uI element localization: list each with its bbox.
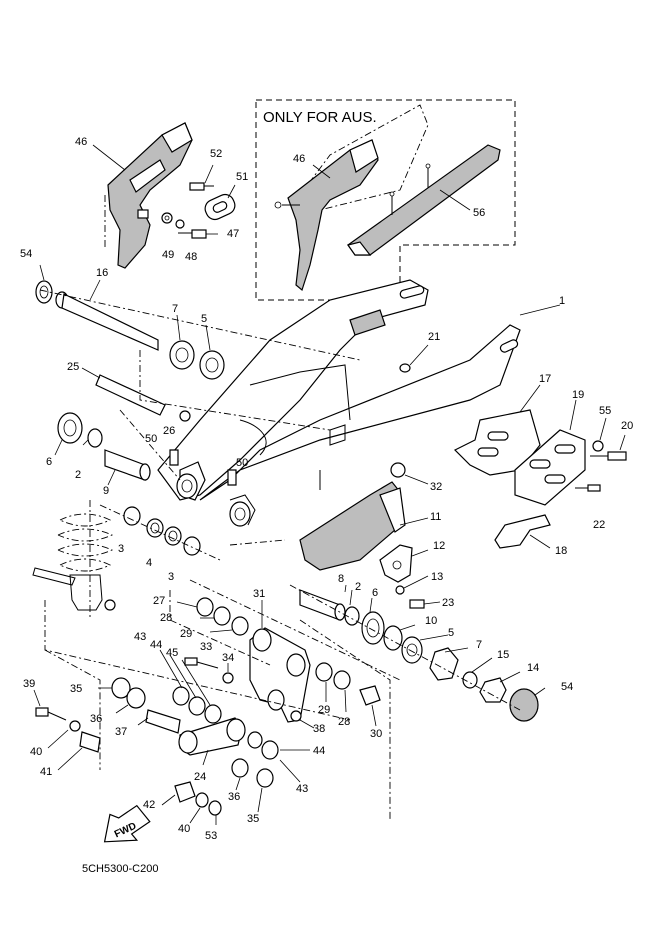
nut-32 (390, 462, 429, 485)
label-43: 43 (296, 783, 308, 795)
label-3: 3 (168, 571, 174, 583)
label-44: 44 (150, 639, 162, 651)
label-1: 1 (559, 295, 565, 307)
label-24: 24 (194, 771, 206, 783)
chain-adjuster-plates (453, 384, 627, 506)
label-2: 2 (355, 581, 361, 593)
bottom-fasteners (161, 781, 222, 825)
label-7: 7 (476, 639, 482, 651)
label-45: 45 (166, 647, 178, 659)
label-15: 15 (497, 649, 509, 661)
label-16: 16 (96, 267, 108, 279)
diagram-code: 5CH5300-C200 (82, 863, 158, 875)
label-48: 48 (185, 251, 197, 263)
pivot-shaft (35, 264, 159, 351)
fwd-arrow-icon: FWD (103, 804, 151, 843)
label-35: 35 (247, 813, 259, 825)
label-51: 51 (236, 171, 248, 183)
label-29: 29 (318, 704, 330, 716)
label-18: 18 (555, 545, 567, 557)
label-4: 4 (146, 557, 152, 569)
label-23: 23 (442, 597, 454, 609)
label-42: 42 (143, 799, 155, 811)
chain-guide-11 (299, 481, 429, 571)
label-54: 54 (561, 681, 573, 693)
label-31: 31 (253, 588, 265, 600)
shaft-25 (81, 367, 166, 416)
label-5: 5 (448, 627, 454, 639)
label-7: 7 (172, 303, 178, 315)
right-pivot-parts (289, 584, 546, 722)
label-56: 56 (473, 207, 485, 219)
label-17: 17 (539, 373, 551, 385)
label-12: 12 (433, 540, 445, 552)
label-40: 40 (178, 823, 190, 835)
label-19: 19 (572, 389, 584, 401)
label-50: 50 (236, 457, 248, 469)
label-49: 49 (162, 249, 174, 261)
label-36: 36 (90, 713, 102, 725)
label-3: 3 (118, 543, 124, 555)
small-fasteners (169, 410, 237, 486)
swingarm-1 (157, 279, 561, 527)
chain-slider-18 (494, 514, 551, 549)
label-20: 20 (621, 420, 633, 432)
bracket-12 (379, 544, 441, 609)
label-14: 14 (527, 662, 539, 674)
label-25: 25 (67, 361, 79, 373)
label-27: 27 (153, 595, 165, 607)
label-41: 41 (40, 766, 52, 778)
label-43: 43 (134, 631, 146, 643)
label-55: 55 (599, 405, 611, 417)
label-33: 33 (200, 641, 212, 653)
relay-arm-31 (176, 579, 401, 729)
label-37: 37 (115, 726, 127, 738)
label-47: 47 (227, 228, 239, 240)
pivot-collars (169, 314, 225, 380)
label-35: 35 (70, 683, 82, 695)
guard-fasteners (161, 164, 236, 239)
bolts-33-34 (184, 657, 234, 684)
aus-only-note: ONLY FOR AUS. (263, 109, 377, 126)
label-11: 11 (430, 511, 441, 523)
label-36: 36 (228, 791, 240, 803)
left-pivot-parts (54, 412, 151, 486)
label-13: 13 (431, 571, 443, 583)
swingarm-bearings (99, 504, 221, 561)
label-54: 54 (20, 248, 32, 260)
label-50: 50 (145, 433, 157, 445)
label-52: 52 (210, 148, 222, 160)
label-39: 39 (23, 678, 35, 690)
label-46: 46 (75, 136, 87, 148)
label-9: 9 (103, 485, 109, 497)
label-22: 22 (593, 519, 605, 531)
rear-shock (32, 500, 116, 620)
label-6: 6 (46, 456, 52, 468)
label-38: 38 (313, 723, 325, 735)
label-44: 44 (313, 745, 325, 757)
label-5: 5 (201, 313, 207, 325)
label-28: 28 (160, 612, 172, 624)
connecting-rod-24 (98, 649, 310, 813)
label-2: 2 (75, 469, 81, 481)
label-53: 53 (205, 830, 217, 842)
bolt-39-assembly (33, 689, 101, 771)
label-28: 28 (338, 716, 350, 728)
part-labels: 1 2 2 3 3 4 5 5 6 6 7 7 8 9 10 11 12 13 … (20, 136, 633, 842)
label-46: 46 (293, 153, 305, 165)
label-6: 6 (372, 587, 378, 599)
label-34: 34 (222, 652, 234, 664)
aus-only-inset: ONLY FOR AUS. (255, 99, 516, 301)
label-10: 10 (425, 615, 437, 627)
label-40: 40 (30, 746, 42, 758)
label-21: 21 (428, 331, 440, 343)
label-8: 8 (338, 573, 344, 585)
label-30: 30 (370, 728, 382, 740)
label-26: 26 (163, 425, 175, 437)
label-32: 32 (430, 481, 442, 493)
label-29: 29 (180, 628, 192, 640)
chain-guard-46 (92, 122, 193, 269)
